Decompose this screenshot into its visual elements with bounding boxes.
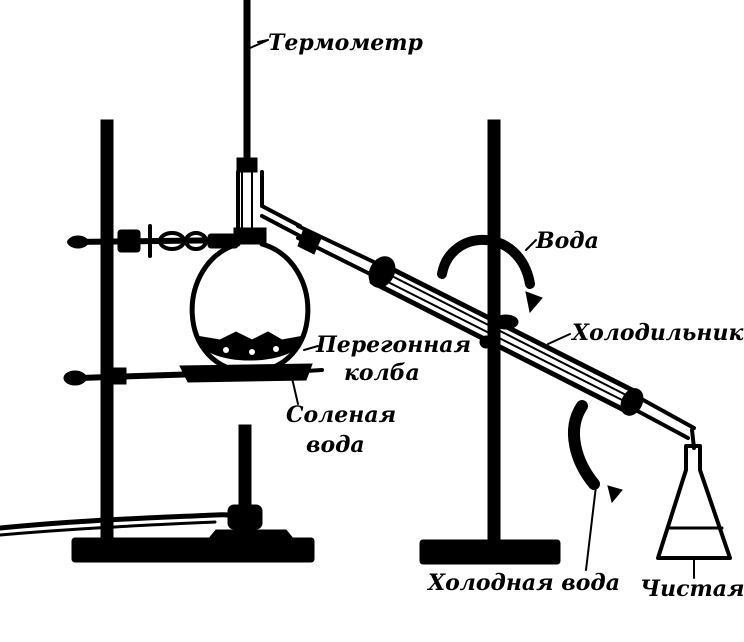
- burner-tube: [238, 424, 252, 518]
- left-stand-lower-ring: [63, 367, 203, 386]
- label-flask-line2: колба: [344, 360, 420, 386]
- leader-lines: [249, 39, 695, 579]
- left-stand: [0, 119, 315, 563]
- label-water: Вода: [535, 228, 599, 254]
- receiving-flask: [656, 444, 732, 560]
- left-stand-rod: [100, 119, 114, 541]
- salt-water-tray: [179, 363, 324, 383]
- label-condenser: Холодильник: [570, 320, 743, 346]
- label-clean: Чистая: [640, 576, 744, 602]
- thermometer: [236, 0, 269, 236]
- left-stand-base: [71, 537, 315, 563]
- adapter-tube: [296, 224, 380, 278]
- label-thermometer: Термометр: [268, 30, 424, 56]
- label-flask-line1: Перегонная: [315, 332, 471, 358]
- label-salt-water-line1: Соленая: [286, 402, 396, 428]
- label-salt-water-line2: вода: [306, 432, 365, 458]
- burner: [204, 424, 298, 543]
- left-stand-upper-clamp: [67, 224, 243, 258]
- distillation-flask: [189, 170, 311, 375]
- label-cold-water: Холодная вода: [426, 570, 620, 596]
- right-stand: [419, 119, 561, 565]
- flask-liquid: [195, 331, 305, 361]
- cold-water-inlet-hose: [568, 400, 623, 504]
- water-outlet-hose: [437, 235, 543, 314]
